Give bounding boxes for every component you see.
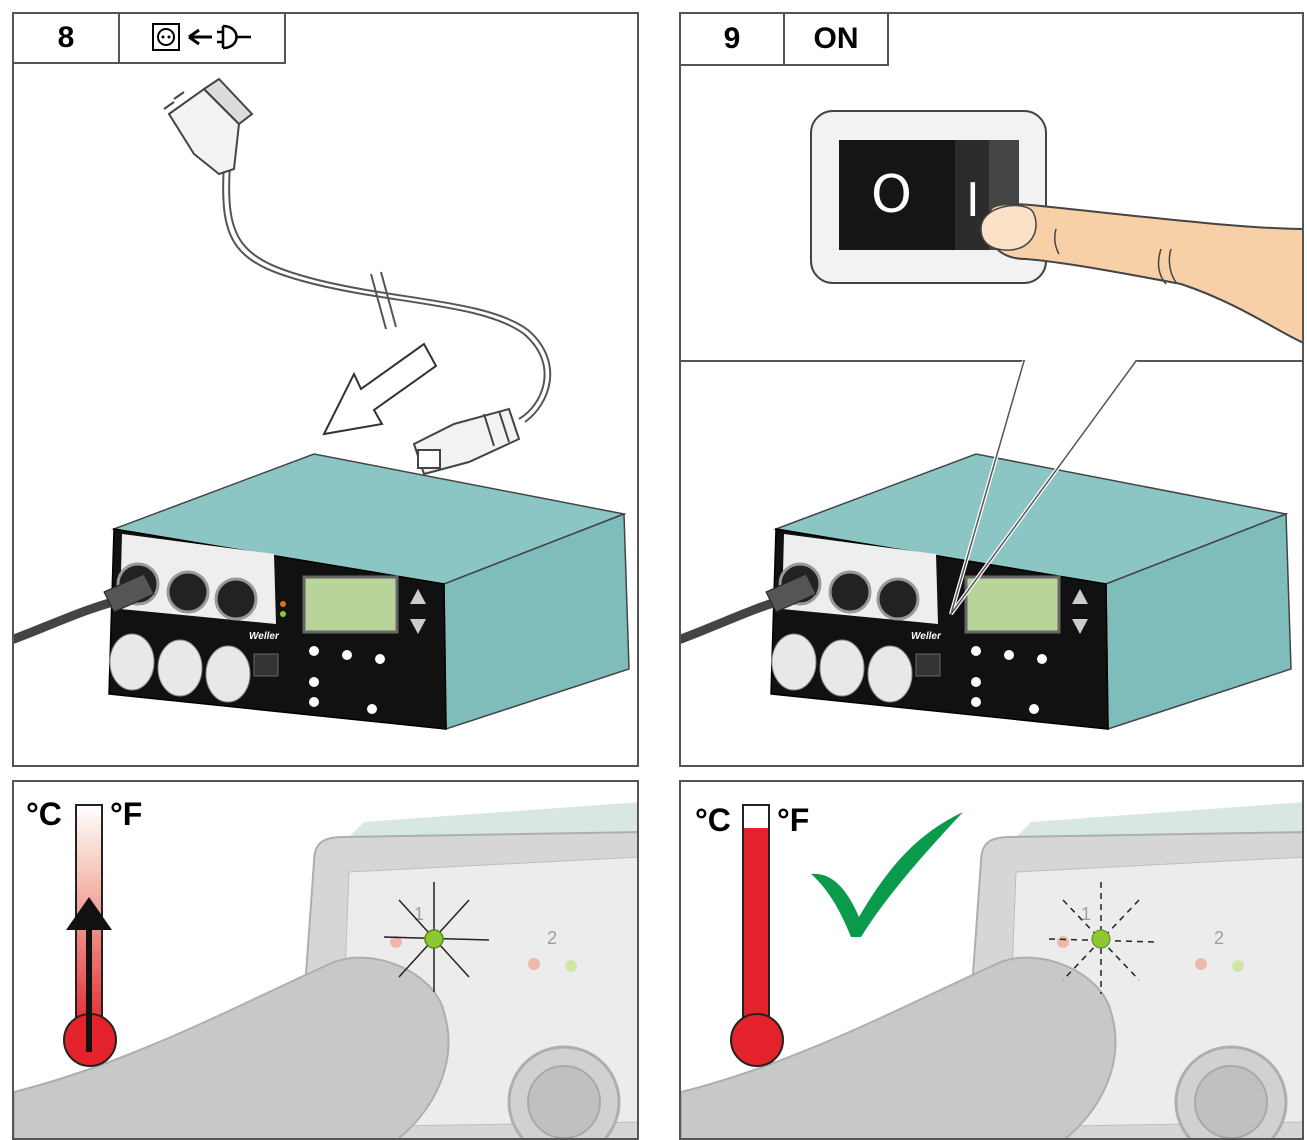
step-8-illustration: Weller bbox=[14, 77, 630, 731]
mains-plug-icon bbox=[163, 77, 254, 176]
station-closeup: 1 2 bbox=[14, 802, 637, 1138]
step-number-box: 9 bbox=[681, 14, 785, 66]
brand-label: Weller bbox=[911, 631, 942, 642]
soldering-station: Weller bbox=[108, 453, 630, 731]
soldering-cable bbox=[14, 594, 129, 644]
power-cord bbox=[222, 163, 552, 423]
finger-pressing-icon bbox=[980, 203, 1302, 344]
step-number-box: 8 bbox=[14, 14, 120, 64]
step-8-panel: Weller 8 bbox=[12, 12, 639, 767]
unit-fahrenheit: °F bbox=[110, 796, 143, 832]
station-closeup: 1 2 bbox=[681, 802, 1302, 1138]
unit-fahrenheit: °F bbox=[777, 802, 810, 838]
step-icon-box bbox=[118, 14, 286, 64]
power-switch: O I bbox=[810, 110, 1047, 284]
step-number: 8 bbox=[57, 21, 75, 54]
channel-1-label: 1 bbox=[414, 904, 424, 924]
iec-connector-icon bbox=[412, 407, 521, 476]
ready-panel: 1 2 °C °F bbox=[679, 780, 1304, 1140]
channel-2-label: 2 bbox=[1214, 928, 1224, 948]
socket-plug-icon bbox=[152, 23, 251, 51]
step-label-box: ON bbox=[783, 14, 889, 66]
step-9-illustration: O I Weller bbox=[681, 110, 1302, 731]
unit-celsius: °C bbox=[695, 802, 731, 838]
step-number: 9 bbox=[723, 22, 741, 55]
step-label: ON bbox=[813, 22, 859, 55]
thermometer-heating-icon bbox=[63, 804, 117, 1067]
channel-1-label: 1 bbox=[1081, 904, 1091, 924]
ready-illustration: 1 2 bbox=[681, 802, 1302, 1138]
unit-celsius: °C bbox=[26, 796, 62, 832]
channel-2-label: 2 bbox=[547, 928, 557, 948]
step-9-panel: O I Weller bbox=[679, 12, 1304, 767]
heating-illustration: 1 2 bbox=[14, 802, 637, 1138]
checkmark-icon bbox=[811, 812, 963, 937]
led-blinking-icon bbox=[383, 882, 490, 992]
soldering-station: Weller bbox=[770, 453, 1292, 731]
thermometer-full-icon bbox=[730, 804, 784, 1067]
brand-label: Weller bbox=[249, 631, 280, 642]
insert-arrow-icon bbox=[322, 342, 438, 436]
switch-off-symbol: O bbox=[871, 165, 912, 225]
switch-on-symbol: I bbox=[966, 173, 980, 227]
heating-panel: 1 2 °C °F bbox=[12, 780, 639, 1140]
